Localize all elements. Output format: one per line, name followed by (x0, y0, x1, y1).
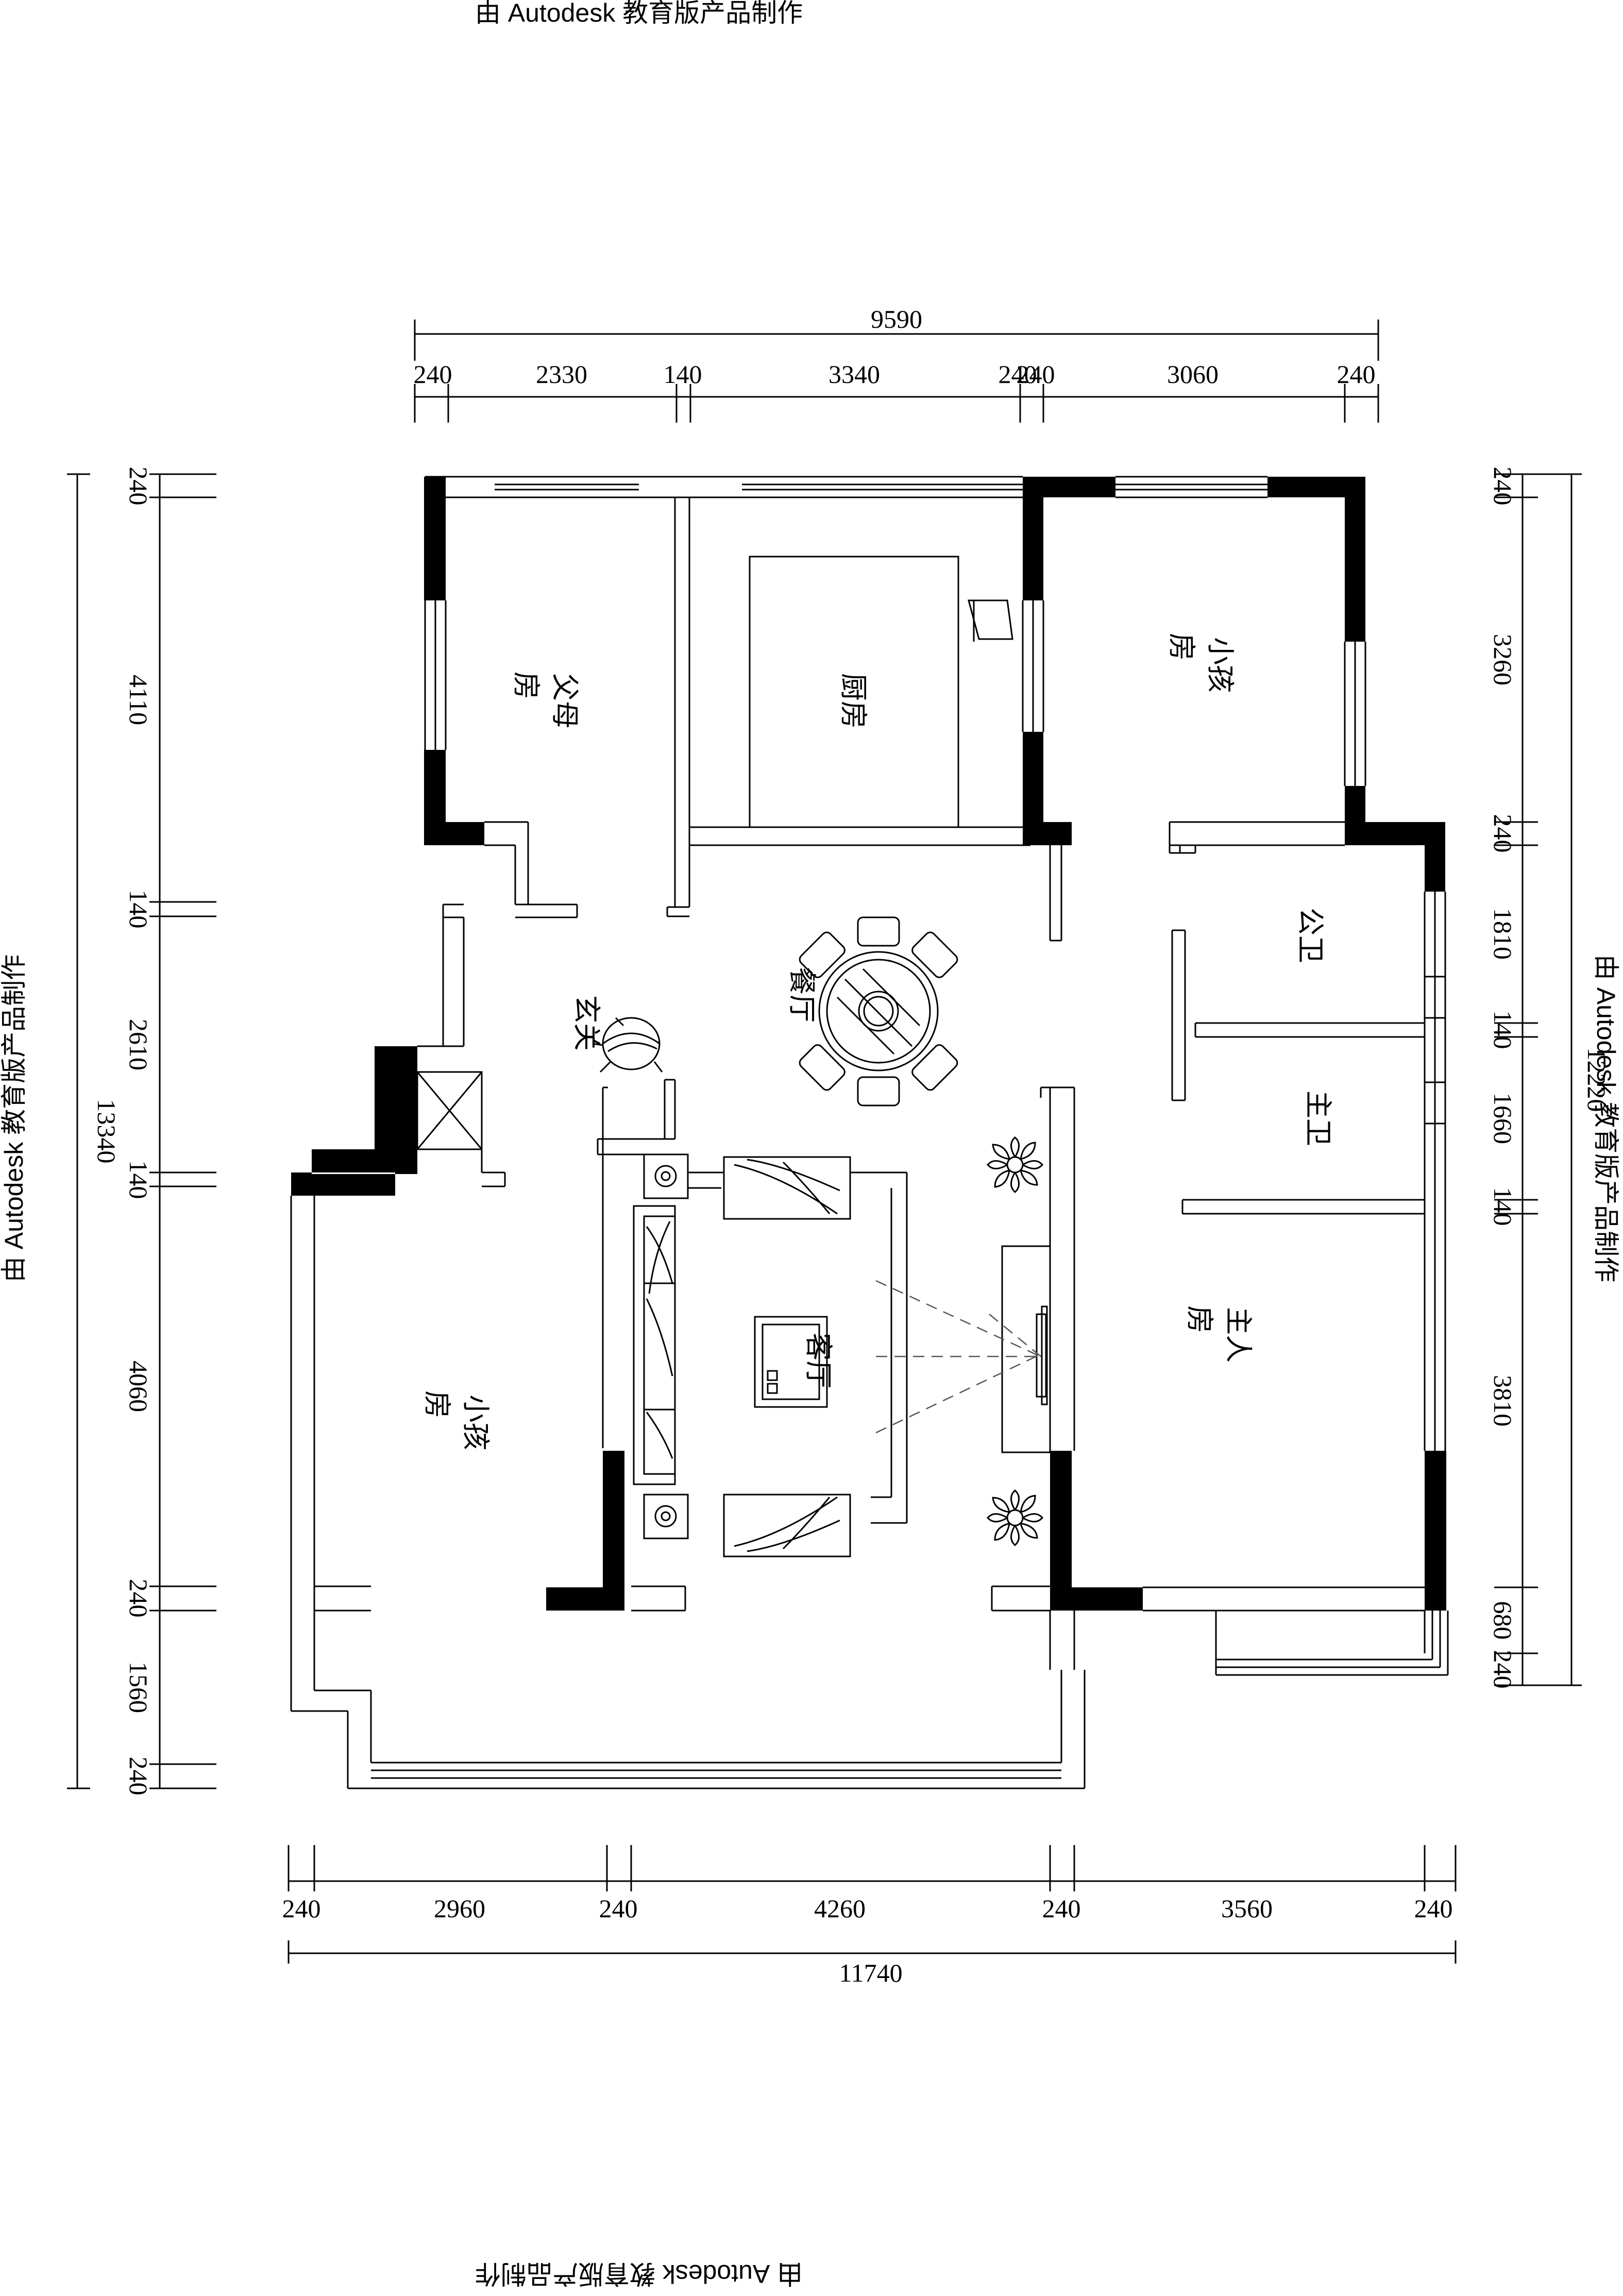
watermark-bottom: 由 Autodesk 教育版产品制作 (475, 2259, 803, 2288)
dining-table-set (799, 916, 958, 1107)
label-master-room-1: 主人 (1222, 1307, 1255, 1363)
dim-bottom-0: 240 (282, 1894, 321, 1923)
dim-bottom-6: 240 (1414, 1894, 1453, 1923)
bottom-dimensions: 240 2960 240 4260 240 3560 240 11740 (282, 1845, 1457, 1987)
entry-plant-icon (592, 1017, 663, 1073)
dim-right-9: 240 (1489, 1650, 1517, 1689)
dim-top-5: 240 (1017, 360, 1055, 389)
dim-bottom-5: 3560 (1221, 1894, 1273, 1923)
dim-right-3: 1810 (1489, 908, 1517, 960)
label-child-room-top-1: 小孩 (1204, 637, 1237, 693)
label-master-bath: 主卫 (1302, 1091, 1334, 1146)
label-public-bath: 公卫 (1294, 908, 1327, 963)
dim-left-0: 240 (124, 467, 153, 506)
dim-left-2: 140 (124, 890, 153, 929)
dim-left-6: 240 (124, 1579, 153, 1618)
dim-right-0: 240 (1489, 467, 1517, 506)
wall-outlines (290, 476, 1449, 1789)
dim-top-total: 9590 (871, 305, 922, 333)
dim-right-total: 12220 (1582, 1048, 1611, 1112)
dim-bottom-2: 240 (599, 1894, 638, 1923)
top-dimensions: 9590 240 2330 140 3340 240 240 3060 240 (414, 305, 1379, 423)
dim-right-8: 680 (1489, 1601, 1517, 1640)
watermark-top: 由 Autodesk 教育版产品制作 (475, 0, 803, 27)
label-child-room-left-1: 小孩 (460, 1395, 492, 1450)
dim-left-total: 13340 (92, 1099, 121, 1164)
dim-left-7: 1560 (124, 1662, 153, 1713)
dim-left-1: 4110 (124, 675, 153, 725)
living-furniture (633, 1153, 1048, 1557)
dim-bottom-3: 4260 (814, 1894, 866, 1923)
label-living: 客厅 (802, 1333, 835, 1388)
flower-icon-top (987, 1136, 1043, 1193)
dim-left-4: 140 (124, 1161, 153, 1199)
dim-top-4: 240 (999, 360, 1037, 389)
label-dining: 餐厅 (786, 967, 818, 1023)
dim-top-7: 240 (1337, 360, 1376, 389)
dim-bottom-total: 11740 (839, 1958, 902, 1987)
label-parents-room-1: 父母 (549, 673, 581, 729)
dim-right-1: 3260 (1489, 634, 1517, 685)
dining-chairs (799, 916, 958, 1107)
label-parents-room-2: 房 (510, 672, 543, 699)
dim-right-4: 140 (1489, 1011, 1517, 1049)
label-master-room-2: 房 (1184, 1305, 1216, 1333)
dim-bottom-4: 240 (1042, 1894, 1081, 1923)
watermark-right: 由 Autodesk 教育版产品制作 (1592, 954, 1620, 1282)
dim-right-6: 140 (1489, 1187, 1517, 1226)
room-labels: 父母 房 厨房 小孩 房 公卫 餐厅 玄关 主卫 客厅 主人 房 小孩 房 (421, 633, 1334, 1450)
dim-bottom-1: 2960 (434, 1894, 485, 1923)
dim-right-7: 3810 (1489, 1375, 1517, 1427)
flower-icon-bottom (987, 1489, 1043, 1546)
dim-top-3: 3340 (829, 360, 880, 389)
dim-left-3: 2610 (124, 1019, 153, 1070)
dim-right-2: 240 (1489, 814, 1517, 853)
right-dimensions: 240 3260 240 1810 140 1660 140 3810 680 … (1489, 467, 1611, 1689)
dim-right-5: 1660 (1489, 1093, 1517, 1144)
dim-left-5: 4060 (124, 1361, 153, 1412)
dim-top-2: 140 (664, 360, 702, 389)
dim-left-8: 240 (124, 1757, 153, 1796)
dim-top-1: 2330 (536, 360, 587, 389)
left-dimensions: 13340 240 4110 140 2610 140 4060 240 156… (67, 467, 216, 1796)
label-child-room-top-2: 房 (1165, 633, 1198, 661)
label-kitchen: 厨房 (837, 673, 870, 729)
solid-walls (291, 477, 1446, 1611)
dim-top-0: 240 (414, 360, 452, 389)
watermark-left: 由 Autodesk 教育版产品制作 (0, 954, 28, 1282)
label-child-room-left-2: 房 (421, 1390, 453, 1418)
dim-top-6: 3060 (1167, 360, 1219, 389)
label-entry: 玄关 (570, 995, 603, 1051)
